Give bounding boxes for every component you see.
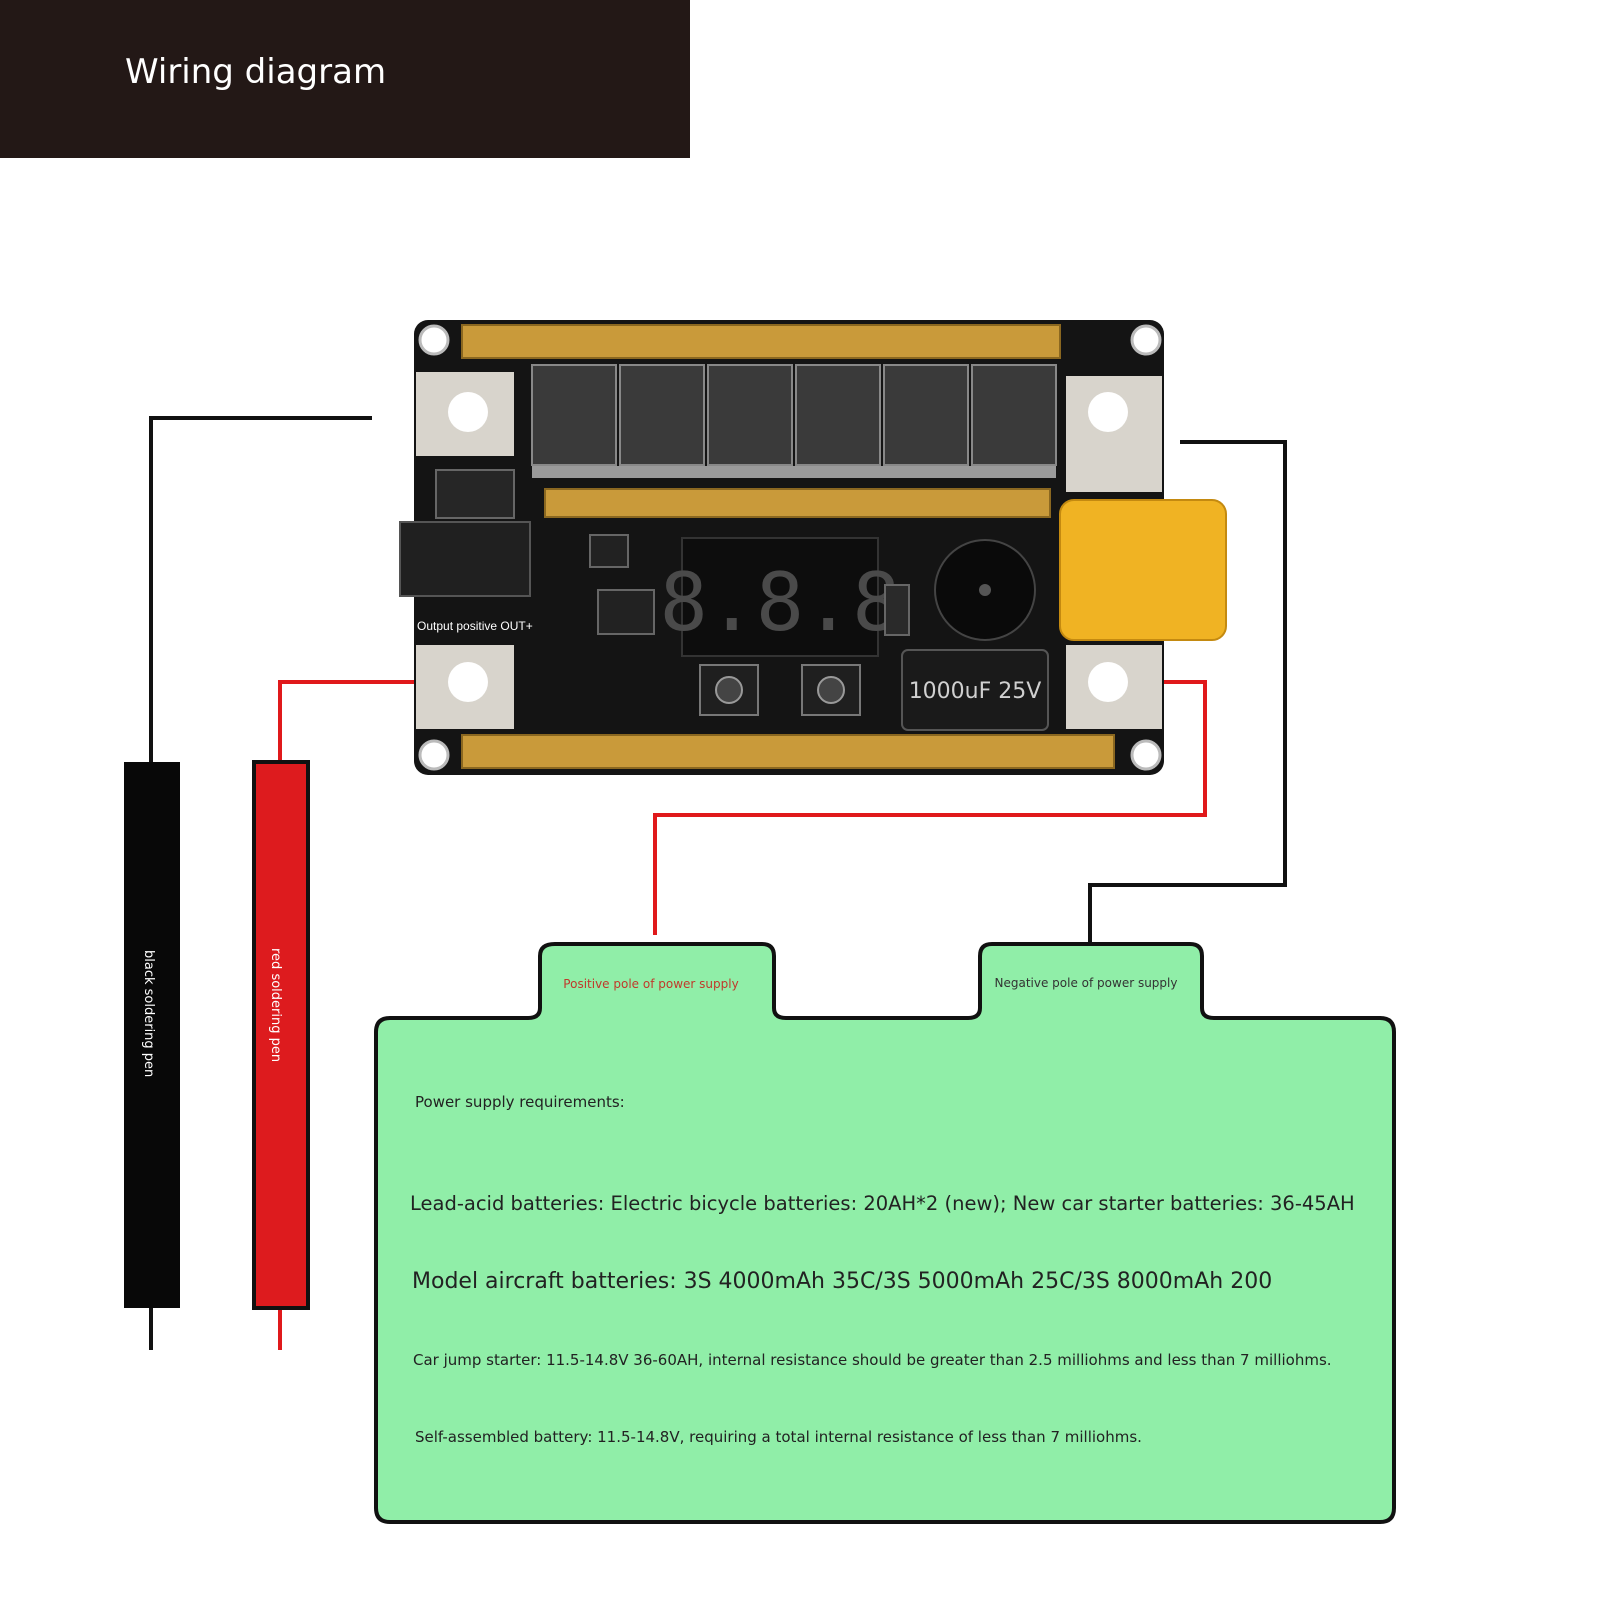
red-wire-input (653, 680, 1207, 935)
copper-strip-top (461, 324, 1061, 359)
page-title: Wiring diagram (125, 52, 387, 92)
diode (884, 584, 910, 636)
display-digits: 8.8.8 (660, 556, 901, 649)
black-wire-input (1088, 440, 1287, 944)
lead-acid-requirement: Lead-acid batteries: Electric bicycle ba… (410, 1192, 1355, 1215)
switch-sw1 (699, 664, 759, 716)
model-aircraft-requirement: Model aircraft batteries: 3S 4000mAh 35C… (412, 1269, 1273, 1294)
red-soldering-pen (252, 760, 310, 1310)
negative-tab-label: Negative pole of power supply (995, 976, 1178, 990)
xt60-connector (1059, 499, 1227, 641)
output-positive-label: Output positive OUT+ (417, 619, 533, 633)
car-jump-requirement: Car jump starter: 11.5-14.8V 36-60AH, in… (413, 1351, 1332, 1369)
seven-segment-display (681, 537, 879, 657)
capacitor-label: 1000uF 25V (909, 679, 1042, 704)
mounting-hole (418, 324, 450, 356)
positive-tab-label: Positive pole of power supply (563, 977, 738, 991)
dc-jack (399, 521, 531, 597)
black-pen-label: black soldering pen (141, 950, 156, 1078)
pcb-board: 8.8.8 1000uF 25V Output positive OUT+ (399, 320, 1227, 775)
capacitor (901, 649, 1049, 731)
ic-regulator (589, 534, 629, 568)
ic-chip (597, 589, 655, 635)
red-pen-label: red soldering pen (268, 948, 283, 1063)
mounting-hole (418, 739, 450, 771)
requirements-heading: Power supply requirements: (415, 1093, 625, 1111)
mounting-hole (1130, 324, 1162, 356)
copper-strip-bottom (461, 734, 1115, 769)
mosfet-row (531, 364, 1057, 478)
mounting-hole (1130, 739, 1162, 771)
battery-body (374, 942, 1396, 1524)
copper-strip-middle (544, 488, 1051, 518)
self-assembled-requirement: Self-assembled battery: 11.5-14.8V, requ… (415, 1428, 1142, 1446)
black-soldering-pen (124, 762, 180, 1308)
header-banner: Wiring diagram (0, 0, 690, 158)
switch-sw2 (801, 664, 861, 716)
